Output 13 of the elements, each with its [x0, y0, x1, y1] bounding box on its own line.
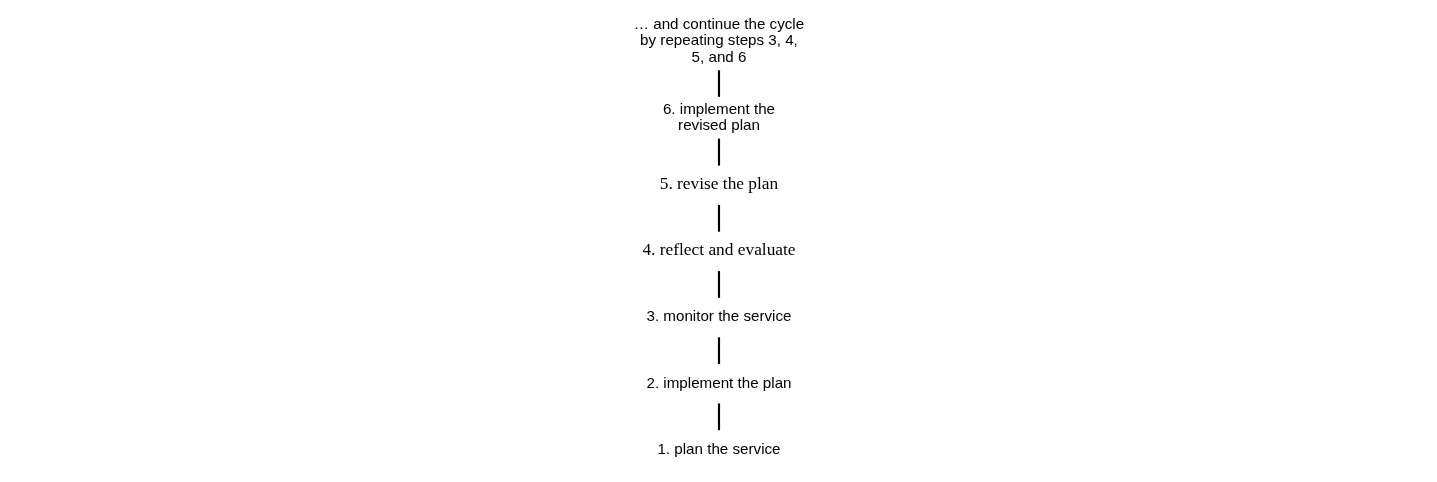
- node-text: 5. revise the plan: [659, 174, 778, 194]
- node-text: 1. plan the service: [656, 439, 781, 457]
- connector: [717, 138, 720, 166]
- connector: [717, 337, 720, 365]
- node-text: 3. monitor the service: [645, 307, 792, 325]
- node-text: 2. implement the plan: [645, 373, 792, 391]
- connector: [717, 204, 720, 232]
- connector: [717, 271, 720, 298]
- node-text: 6. implement the revised plan: [662, 99, 775, 134]
- node-text: 4. reflect and evaluate: [641, 240, 796, 260]
- node-text: … and continue the cycle by repeating steps 3, 4, 5, and 6: [633, 15, 804, 65]
- connector: [717, 403, 720, 431]
- connector: [717, 70, 720, 97]
